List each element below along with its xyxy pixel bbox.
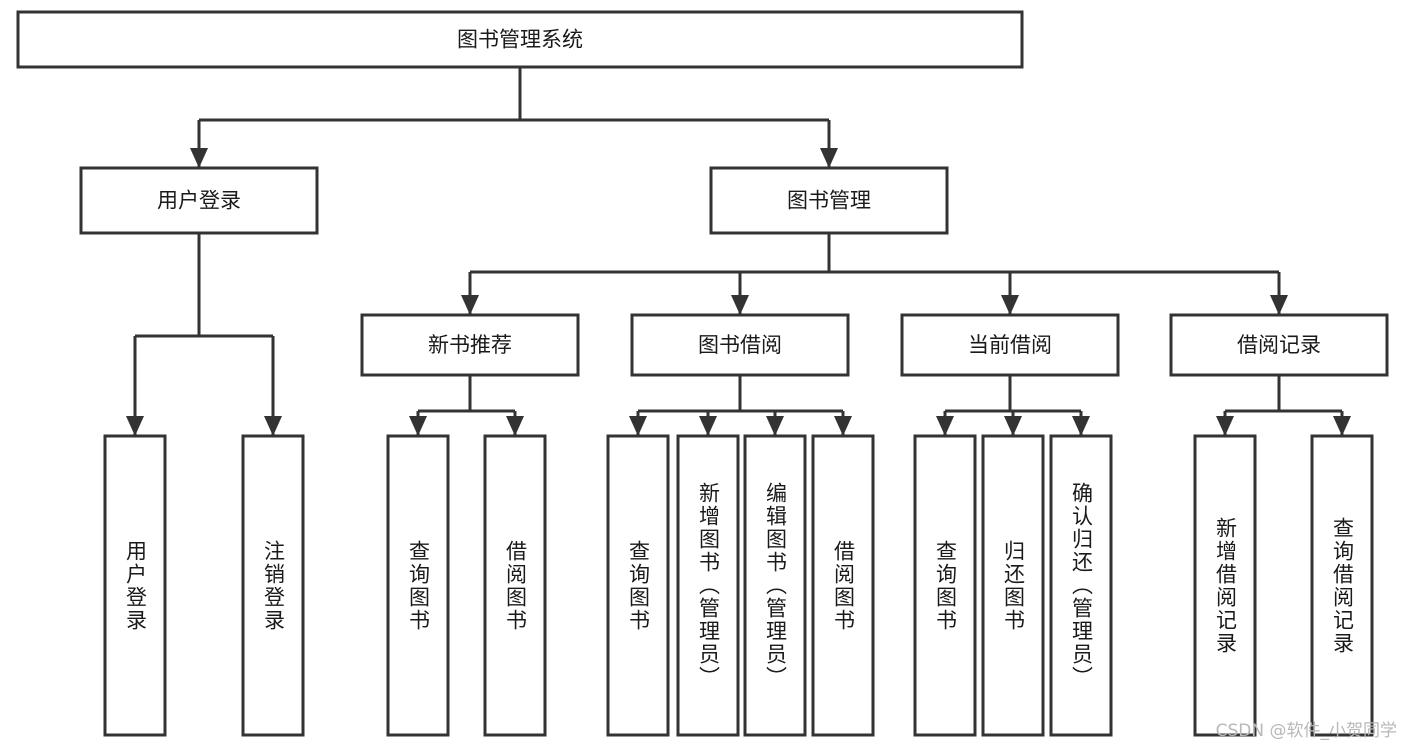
level3-node-图书借阅[interactable] <box>630 313 850 377</box>
level3-node-label-新书推荐: 新书推荐 <box>428 333 512 357</box>
level3-node-label-借阅记录: 借阅记录 <box>1237 333 1321 357</box>
level2-node-label-图书管理: 图书管理 <box>787 189 871 213</box>
arrow-head-icon-新书推荐-to-查询图书 <box>409 416 427 436</box>
arrow-head-icon-图书借阅-to-查询图书 <box>629 416 647 436</box>
arrow-head-icon-图书借阅-to-编辑图书管理员 <box>766 416 784 436</box>
arrow-head-icon-yhdl-to-注销登录 <box>264 416 282 436</box>
arrow-head-icon-root-to-图书管理 <box>820 148 838 168</box>
leaf-node-新增图书管理员[interactable] <box>676 434 740 737</box>
leaf-node-查询图书[interactable] <box>386 434 450 737</box>
boxes-layer <box>16 10 1389 737</box>
arrow-head-icon-当前借阅-to-归还图书 <box>1004 416 1022 436</box>
leaf-node-借阅图书[interactable] <box>483 434 547 737</box>
arrow-head-icon-root-to-用户登录 <box>190 148 208 168</box>
leaf-node-确认归还管理员[interactable] <box>1049 434 1113 737</box>
arrow-head-icon-tsgl-to-当前借阅 <box>1001 295 1019 315</box>
leaf-node-查询图书[interactable] <box>606 434 670 737</box>
arrow-head-icon-借阅记录-to-新增借阅记录 <box>1216 416 1234 436</box>
level3-node-label-当前借阅: 当前借阅 <box>968 333 1052 357</box>
leaf-node-编辑图书管理员[interactable] <box>743 434 807 737</box>
leaf-node-查询图书[interactable] <box>913 434 977 737</box>
arrow-head-icon-图书借阅-to-新增图书管理员 <box>699 416 717 436</box>
leaf-node-用户登录[interactable] <box>103 434 167 737</box>
arrow-head-icon-tsgl-to-图书借阅 <box>731 295 749 315</box>
leaf-node-借阅图书[interactable] <box>811 434 875 737</box>
level2-node-用户登录[interactable] <box>79 166 319 235</box>
arrow-head-icon-tsgl-to-借阅记录 <box>1270 295 1288 315</box>
leaf-node-注销登录[interactable] <box>241 434 305 737</box>
level3-node-label-图书借阅: 图书借阅 <box>698 333 782 357</box>
level3-node-当前借阅[interactable] <box>900 313 1120 377</box>
leaf-node-查询借阅记录[interactable] <box>1310 434 1374 737</box>
arrow-head-icon-当前借阅-to-查询图书 <box>936 416 954 436</box>
arrow-head-icon-tsgl-to-新书推荐 <box>461 295 479 315</box>
arrow-head-icon-借阅记录-to-查询借阅记录 <box>1333 416 1351 436</box>
root-node-label-图书管理系统: 图书管理系统 <box>457 28 583 52</box>
arrow-head-icon-新书推荐-to-借阅图书 <box>506 416 524 436</box>
arrow-head-icon-yhdl-to-用户登录 <box>126 416 144 436</box>
arrow-head-icon-图书借阅-to-借阅图书 <box>834 416 852 436</box>
arrow-head-icon-当前借阅-to-确认归还管理员 <box>1072 416 1090 436</box>
level3-node-借阅记录[interactable] <box>1169 313 1389 377</box>
leaf-node-新增借阅记录[interactable] <box>1193 434 1257 737</box>
csdn-watermark: CSDN @软件_小贺同学 <box>1215 721 1397 741</box>
level2-node-label-用户登录: 用户登录 <box>157 189 241 213</box>
level2-node-图书管理[interactable] <box>709 166 949 235</box>
level3-node-新书推荐[interactable] <box>360 313 580 377</box>
leaf-node-归还图书[interactable] <box>981 434 1045 737</box>
root-node-图书管理系统[interactable] <box>16 10 1024 69</box>
connectors-layer <box>126 67 1351 436</box>
